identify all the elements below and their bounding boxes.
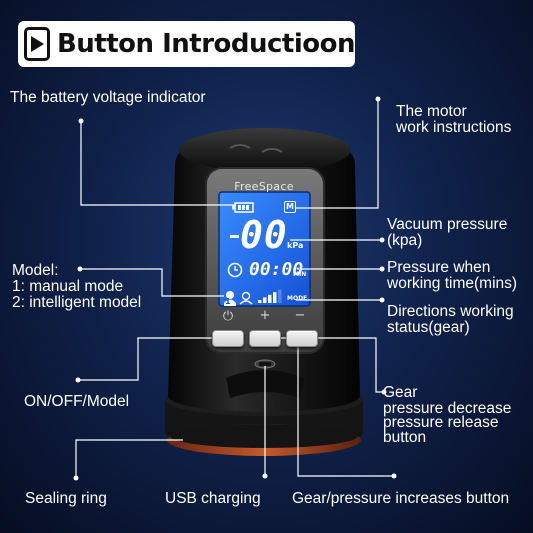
leader-lines [75, 99, 394, 478]
time-unit: MIN [293, 271, 307, 278]
pressure-time-label-line1: Pressure when [387, 259, 491, 276]
brand-logo: FreeSpace [234, 180, 294, 193]
gear-label-line2: pressure decrease [383, 400, 512, 417]
onoff-label: ON/OFF/Model [24, 393, 130, 410]
gear-increase-label: Gear/pressure increases button [292, 490, 510, 507]
pressure-readout: 00 [240, 213, 288, 257]
gear-bar [268, 294, 272, 303]
model-label-line2: 1: manual mode [12, 278, 124, 295]
vacuum-label-line2: (kpa) [387, 232, 423, 249]
plus-symbol: + [259, 308, 271, 323]
gear-decrease-button[interactable] [286, 330, 318, 347]
pressure-unit: kPa [287, 241, 304, 250]
minus-symbol: − [294, 308, 306, 323]
gear-bar [258, 300, 262, 303]
directions-label-line2: status(gear) [387, 319, 470, 336]
power-symbol: ⏻ [222, 309, 234, 324]
intelligent-mode-icon [239, 291, 253, 305]
clock-icon [227, 262, 243, 278]
battery-label: The battery voltage indicator [10, 89, 206, 106]
gear-label-line1: Gear [383, 384, 418, 401]
gear-bar [263, 297, 267, 303]
motor-badge: M [284, 201, 296, 213]
gear-bar [278, 289, 282, 303]
mode-number: 1 [225, 297, 231, 306]
model-label-line1: Model: [12, 262, 59, 279]
directions-label-line1: Directions working [387, 303, 514, 320]
base-ring [165, 414, 363, 450]
gear-label-line3: pressure release [383, 414, 499, 431]
title-banner: Button Introductioon [18, 21, 356, 67]
play-icon [24, 27, 50, 61]
motor-label-line2: work instructions [396, 119, 512, 136]
device-top [179, 128, 351, 172]
pressure-time-label-line2: working time(mins) [387, 275, 518, 292]
banner-title: Button Introductioon [56, 29, 356, 59]
vacuum-label-line1: Vacuum pressure [387, 216, 508, 233]
time-readout: 00:00 [249, 259, 304, 280]
motor-label-line1: The motor [396, 103, 467, 120]
on-off-model-button[interactable] [212, 330, 244, 347]
usb-port [254, 359, 276, 369]
model-label-line3: 2: intelligent model [12, 294, 142, 311]
gear-increase-button[interactable] [249, 330, 281, 347]
usb-label: USB charging [165, 490, 261, 507]
sealing-label: Sealing ring [25, 490, 107, 507]
mode-label: MODE [287, 295, 308, 302]
gear-level-bars [258, 289, 282, 303]
battery-icon [232, 202, 254, 213]
gear-bar [273, 292, 277, 303]
gear-label-line4: button [383, 429, 427, 446]
